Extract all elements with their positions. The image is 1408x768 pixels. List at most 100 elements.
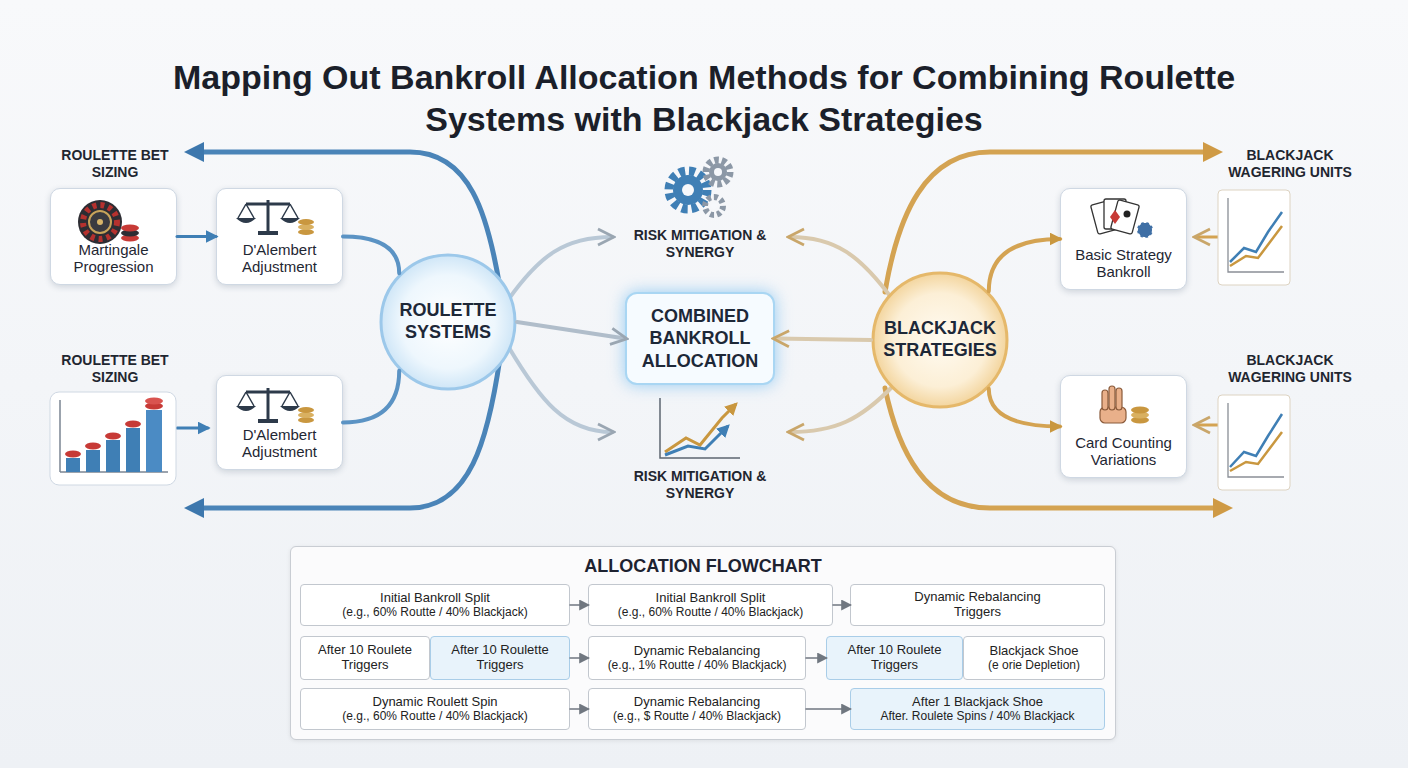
finger (1109, 386, 1115, 410)
box-heading: Initial Bankroll Split (380, 591, 490, 606)
trend-line (1230, 432, 1282, 471)
box-heading: After 10 Roulete Triggers (305, 643, 425, 673)
box-heading: Dynamic Rebalancing (634, 644, 760, 659)
annotation-label: RISK MITIGATION & SYNERGY (625, 468, 775, 502)
wheel-center (97, 219, 103, 225)
wheel-hub (89, 211, 111, 233)
scale-beam (246, 203, 290, 206)
process-box: Dynamic Rebalancing Triggers (850, 584, 1105, 626)
card (1110, 200, 1139, 235)
chip (145, 403, 163, 410)
connector (806, 709, 850, 710)
process-box: Initial Bankroll Split(e.g., 60% Routte … (588, 584, 833, 626)
node-label: Martingale Progression (55, 241, 172, 276)
box-heading: Initial Bankroll Split (656, 591, 766, 606)
chip (121, 225, 139, 232)
line-chart-panel (1218, 395, 1290, 490)
finger (1102, 390, 1108, 410)
node-label: D'Alembert Adjustment (221, 241, 338, 276)
box-heading: Blackjack Shoe (990, 644, 1079, 659)
axis-line (1228, 403, 1284, 477)
box-heading: Dynamic Rebalancing (634, 695, 760, 710)
process-box: After 10 Roulette Triggers (430, 636, 570, 680)
box-heading: Dynamic Rebalancing Triggers (906, 590, 1049, 620)
connector (343, 371, 399, 423)
gear-hole (711, 203, 717, 209)
hub-circle: BLACKJACK STRATEGIES (870, 270, 1010, 410)
wheel-pockets (83, 205, 117, 239)
ribbon-arrow (192, 152, 500, 288)
flow-ribbons (177, 152, 1225, 508)
box-body: (e.g., 1% Routte / 40% Blackjack) (608, 659, 787, 673)
card (1090, 200, 1119, 235)
card-pip (1110, 210, 1120, 224)
chip (298, 219, 314, 225)
panel-frame (50, 392, 176, 485)
diagram-title: Mapping Out Bankroll Allocation Methods … (149, 56, 1259, 140)
ribbon-arrow (1196, 424, 1218, 427)
balance-scale-icon (236, 388, 314, 423)
method-card: Basic Strategy Bankroll (1060, 188, 1187, 290)
axis-line (1228, 198, 1284, 272)
ribbon-arrow (1196, 236, 1218, 239)
connector-line (570, 708, 588, 710)
box-heading: After 10 Roulette Triggers (435, 643, 565, 673)
method-card: D'Alembert Adjustment (216, 375, 343, 470)
circle-shape (873, 273, 1007, 407)
connector-line (570, 657, 588, 659)
gear (673, 175, 703, 205)
chip (298, 229, 314, 235)
connector (570, 605, 588, 606)
panel-frame (1218, 395, 1290, 490)
process-box: Blackjack Shoe(e orie Depletion) (963, 636, 1105, 680)
process-box: Dynamic Rebalancing(e.g., $ Routte / 40%… (588, 688, 806, 730)
process-box: After 1 Blackjack ShoeAfter. Roulete Spi… (850, 688, 1105, 730)
node-label: COMBINED BANKROLL ALLOCATION (635, 305, 765, 373)
finger (1116, 388, 1122, 410)
gear (705, 197, 723, 215)
gear (709, 163, 727, 181)
method-card: Card Counting Variations (1060, 375, 1187, 478)
chip (121, 230, 139, 237)
chip (1137, 222, 1153, 238)
gear (669, 171, 707, 209)
ribbon-arrow (508, 237, 612, 300)
connector-line (833, 604, 850, 606)
hub-circle: ROULETTE SYSTEMS (378, 252, 518, 392)
box-body: (e.g., $ Routte / 40% Blackjack) (613, 710, 781, 724)
connector-line (343, 237, 399, 274)
scale-post (267, 200, 270, 232)
panel-title: ALLOCATION FLOWCHART (291, 556, 1115, 577)
gear (706, 160, 730, 184)
connector-line (775, 339, 871, 341)
connector-line (989, 389, 1060, 427)
bar (86, 450, 100, 472)
node-label: BLACKJACK STRATEGIES (883, 318, 997, 361)
chip (1131, 412, 1149, 419)
panel-frame (1218, 190, 1290, 285)
ribbon-arrow (192, 358, 500, 508)
box-body: (e.g., 60% Routte / 40% Blackjack) (618, 606, 803, 620)
box-body: (e.g., 60% Routte / 40% Blackjack) (342, 606, 527, 620)
circle-text-holder: BLACKJACK STRATEGIES (870, 270, 1010, 410)
axis-line (60, 471, 168, 473)
card (1104, 199, 1126, 229)
box-body: (e.g., 60% Routte / 40% Blackjack) (342, 710, 527, 724)
process-box: After 10 Roulete Triggers (826, 636, 963, 680)
annotation-label: ROULETTE BET SIZING (60, 147, 170, 181)
gears-icon (669, 160, 730, 215)
circle-outline (378, 252, 518, 392)
process-box: Dynamic Roulett Spin(e.g., 60% Routte / … (300, 688, 570, 730)
ribbon-arrow (885, 152, 1215, 292)
method-card: D'Alembert Adjustment (216, 188, 343, 285)
connector (833, 605, 850, 606)
balance-scale-icon (236, 200, 314, 235)
box-heading: After 1 Blackjack Shoe (912, 695, 1043, 710)
connector-line (806, 657, 826, 659)
playing-cards-icon (1090, 199, 1153, 238)
chip (125, 421, 141, 428)
connector-line (343, 371, 399, 423)
bar (106, 440, 120, 472)
node-label: Card Counting Variations (1065, 434, 1182, 469)
roulette-wheel-icon (78, 200, 139, 244)
